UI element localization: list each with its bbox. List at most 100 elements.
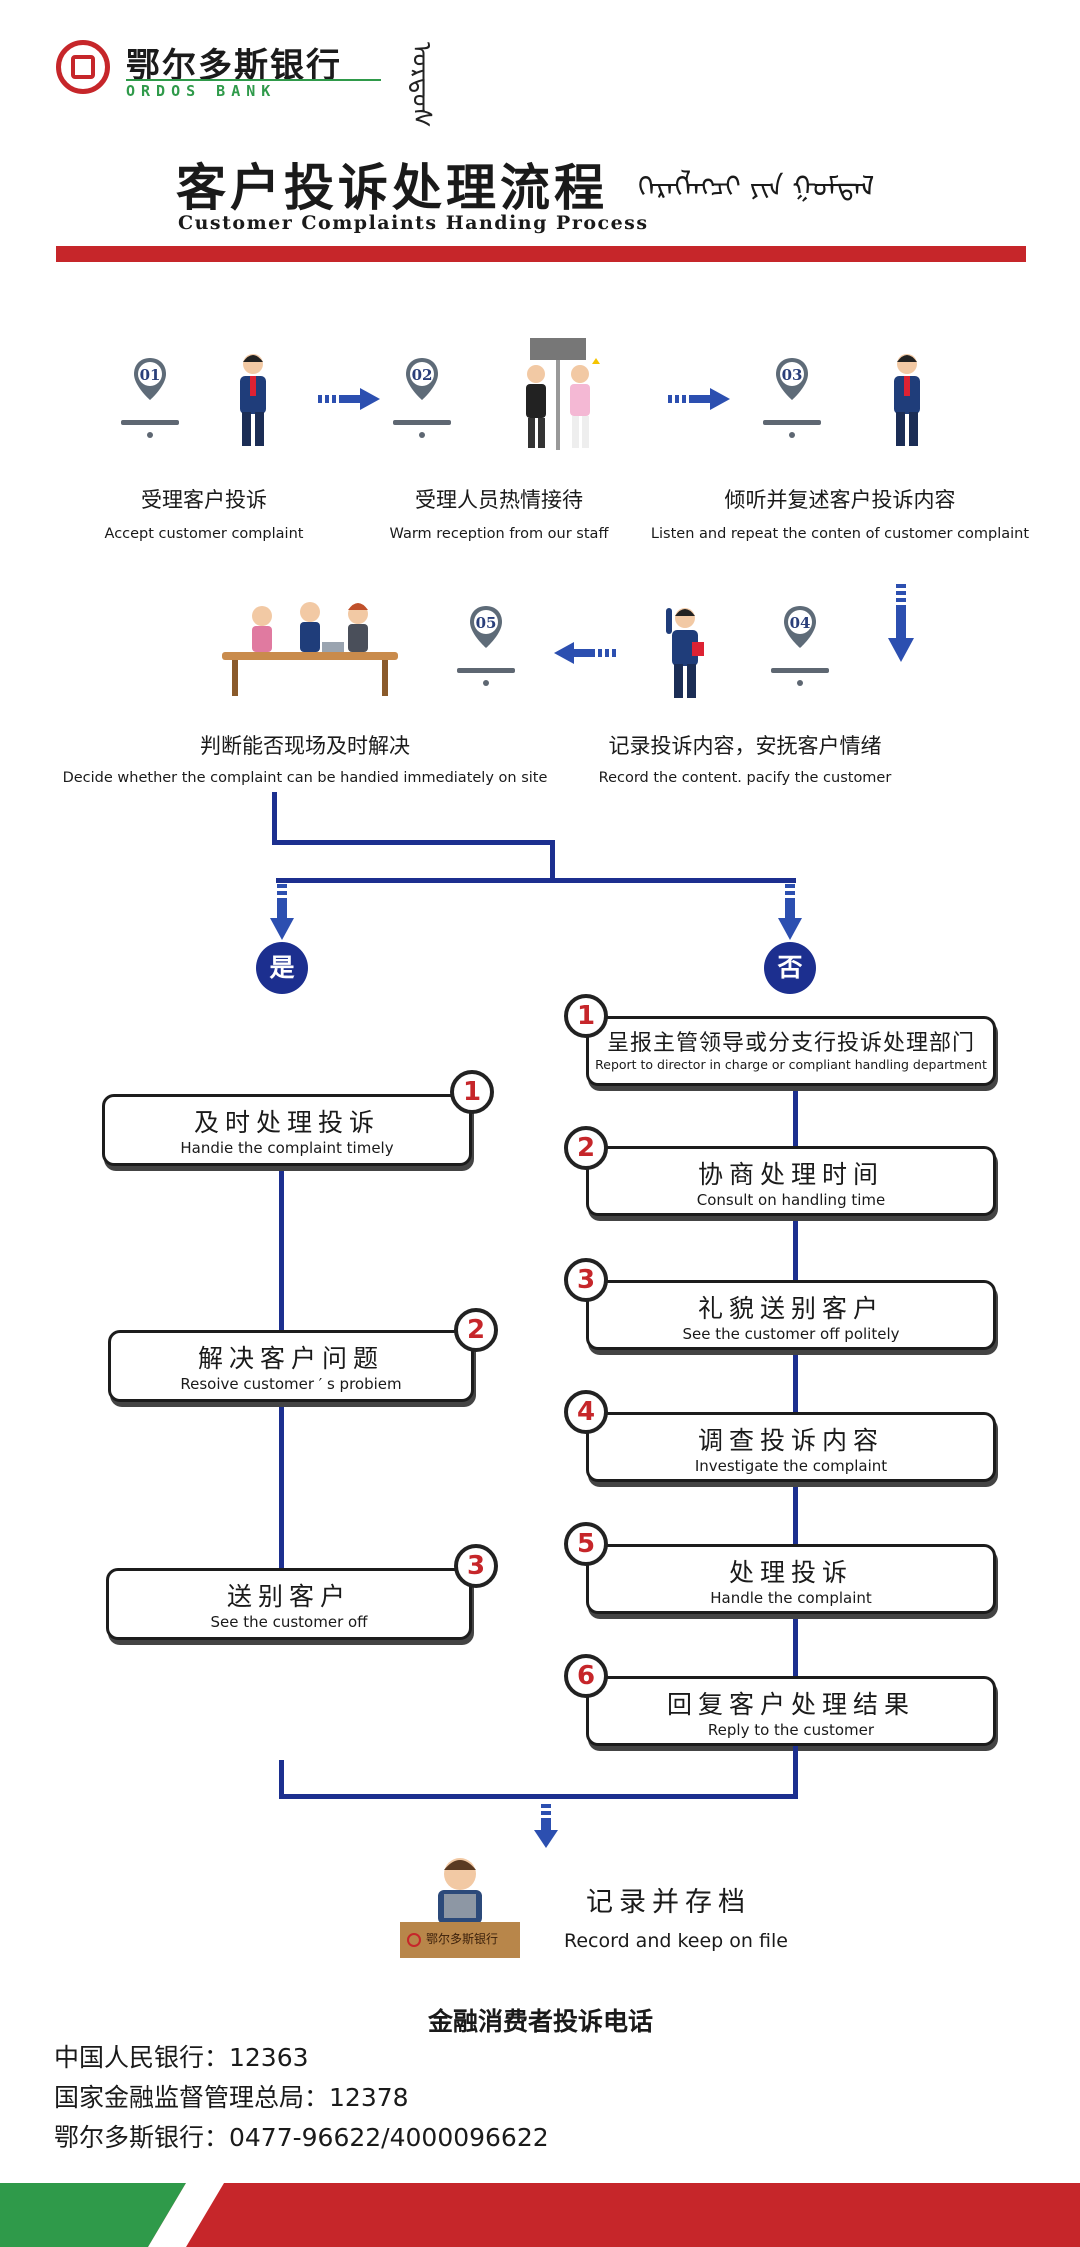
step-number: 05 [475,614,497,632]
meeting-table-icon [222,602,398,696]
no-step-6-en: Reply to the customer [707,1721,875,1739]
location-pin-icon [406,358,438,400]
no-step-6-box: 回复客户处理结果 Reply to the customer [586,1676,996,1746]
step-03-label-cn: 倾听并复述客户投诉内容 [724,488,956,512]
mongolian-mark: ᠣᠷᠳᠣᠰ [406,42,436,128]
staff-person-icon [894,354,920,446]
arrow-down-icon [534,1804,558,1848]
hotline-ordos-bank: 鄂尔多斯银行：0477-96622/4000096622 [54,2123,549,2152]
step-04-label-en: Record the content. pacify the customer [598,770,892,786]
no-step-3-box: 礼貌送别客户 See the customer off politely [586,1280,996,1350]
branch-no: 否 [764,942,816,994]
yes-step-2-en: Resoive customer ′ s probiem [180,1375,402,1393]
no-step-5-en: Handle the complaint [710,1589,872,1607]
merge-line [279,1794,798,1799]
bank-logo-icon [56,40,110,94]
arrow-left-icon [554,642,616,664]
page-subtitle: Customer Complaints Handing Process [178,212,649,234]
arrow-down-icon [888,584,914,662]
step-marker-03: 03 [763,356,821,438]
step-05-label-en: Decide whether the complaint can be hand… [62,770,548,786]
no-step-1-cn: 呈报主管领导或分支行投诉处理部门 [606,1031,975,1056]
no-step-3-en: See the customer off politely [682,1325,900,1343]
merge-line [793,1746,798,1798]
bank-name-en: ORDOS BANK [126,82,277,100]
merge-line [279,1760,284,1798]
desk-label: 鄂尔多斯银行 [426,1932,499,1946]
branch-yes: 是 [256,942,308,994]
no-step-5-box: 处理投诉 Handle the complaint [586,1544,996,1614]
no-step-1-badge: 1 [564,994,608,1038]
no-path-line [793,1080,798,1680]
step-marker-04: 04 [771,604,829,686]
staff-waving-icon [666,608,704,698]
hotline-nfra: 国家金融监督管理总局：12378 [54,2083,409,2112]
no-step-3-badge: 3 [564,1258,608,1302]
no-step-5-cn: 处理投诉 [728,1558,853,1587]
arrow-right-icon [668,388,730,410]
step-marker-05: 05 [457,604,515,686]
flow-line [550,840,555,882]
page-title: 客户投诉处理流程 [176,159,608,217]
no-step-4-badge: 4 [564,1390,608,1434]
step-number: 03 [781,366,803,384]
footer-stripe [0,2183,1080,2247]
location-pin-icon [784,606,816,648]
yes-step-3-badge: 3 [454,1544,498,1588]
yes-step-1-badge: 1 [450,1070,494,1114]
reception-desk-icon [526,338,600,450]
step-05-label-cn: 判断能否现场及时解决 [200,734,410,758]
step-04-label-cn: 记录投诉内容，安抚客户情绪 [608,734,882,758]
archive-title-cn: 记录并存档 [586,1887,751,1918]
no-step-4-cn: 调查投诉内容 [697,1426,884,1455]
no-step-1-en: Report to director in charge or complian… [595,1057,987,1072]
header-red-bar [56,246,1026,262]
title-mongolian: ᠬᠡᠷᠡᠭᠯᠡᠭᠴᠢ ᠶᠢᠨ ᠭᠣᠮᠳᠠᠯ [638,170,875,203]
yes-step-2-badge: 2 [454,1308,498,1352]
no-step-2-cn: 协商处理时间 [697,1160,884,1189]
logo-divider [126,79,381,81]
yes-step-1-en: Handie the complaint timely [180,1139,394,1157]
yes-step-3-box: 送别客户 See the customer off [106,1568,472,1640]
step-01-label-en: Accept customer complaint [104,526,304,542]
step-number: 01 [139,366,161,384]
step-number: 04 [789,614,811,632]
no-step-2-badge: 2 [564,1126,608,1170]
arrow-right-icon [318,388,380,410]
location-pin-icon [776,358,808,400]
arrow-down-icon [778,884,802,940]
no-step-1-box: 呈报主管领导或分支行投诉处理部门 Report to director in c… [586,1016,996,1086]
step-number: 02 [411,366,433,384]
flow-line [276,878,796,883]
step-02-label-cn: 受理人员热情接待 [415,488,583,512]
no-step-4-en: Investigate the complaint [694,1457,888,1475]
staff-person-icon [240,354,266,446]
hotline-title: 金融消费者投诉电话 [428,2007,654,2036]
no-step-2-box: 协商处理时间 Consult on handling time [586,1146,996,1216]
no-step-3-cn: 礼貌送别客户 [697,1294,884,1323]
no-step-5-badge: 5 [564,1522,608,1566]
step-03-label-en: Listen and repeat the conten of customer… [650,526,1030,542]
yes-step-2-cn: 解决客户问题 [197,1344,384,1373]
yes-step-2-box: 解决客户问题 Resoive customer ′ s probiem [108,1330,474,1402]
yes-step-3-en: See the customer off [210,1613,368,1631]
flow-line [272,840,554,845]
location-pin-icon [134,358,166,400]
clerk-at-desk-icon [400,1858,520,1958]
location-pin-icon [470,606,502,648]
step-01-label-cn: 受理客户投诉 [141,488,267,512]
yes-step-1-cn: 及时处理投诉 [193,1108,380,1137]
no-step-6-cn: 回复客户处理结果 [666,1690,915,1719]
step-marker-01: 01 [121,356,179,438]
hotline-pbc: 中国人民银行：12363 [54,2043,309,2072]
no-step-6-badge: 6 [564,1654,608,1698]
step-02-label-en: Warm reception from our staff [389,526,609,542]
no-step-4-box: 调查投诉内容 Investigate the complaint [586,1412,996,1482]
archive-title-en: Record and keep on file [564,1930,788,1952]
yes-step-3-cn: 送别客户 [226,1582,351,1611]
flow-line [272,792,277,842]
arrow-down-icon [270,884,294,940]
no-step-2-en: Consult on handling time [696,1191,886,1209]
step-marker-02: 02 [393,356,451,438]
yes-step-1-box: 及时处理投诉 Handie the complaint timely [102,1094,472,1166]
